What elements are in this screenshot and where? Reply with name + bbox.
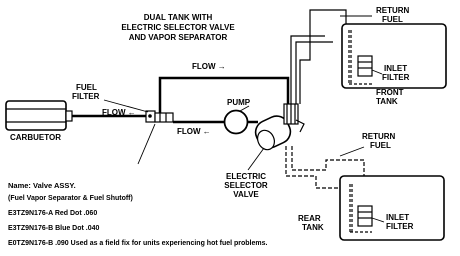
leader-lines — [103, 15, 385, 223]
rear-tank-shape — [339, 175, 445, 241]
note-part3: E0TZ9N176-B .090 Used as a field fix for… — [8, 240, 268, 247]
inlet-filter-top-line2: FILTER — [382, 73, 410, 82]
carburetor-label: CARBUETOR — [10, 133, 61, 142]
rear-tank-supply-line — [285, 146, 352, 189]
selector-valve-label-line2: SELECTOR — [224, 181, 268, 190]
front-tank-label-line1: FRONT — [376, 88, 404, 97]
rear-tank-return-line — [291, 146, 365, 178]
front-tank-supply-line-2 — [295, 41, 333, 104]
fuel-filter-label-line1: FUEL — [76, 83, 97, 92]
rear-tank-label-line1: REAR — [298, 214, 321, 223]
return-line-top — [158, 76, 290, 113]
front-tank-supply-line — [290, 35, 325, 104]
return-fuel-bottom-line1: RETURN — [362, 132, 396, 141]
selector-valve-label-line3: VALVE — [233, 190, 259, 199]
diagram-title-line3: AND VAPOR SEPARATOR — [128, 33, 228, 42]
selector-valve-label-line1: ELECTRIC — [226, 172, 266, 181]
flow-label-left: FLOW ← — [102, 108, 136, 117]
front-tank-return-line — [299, 9, 347, 104]
front-tank-label-line2: TANK — [376, 97, 398, 106]
flow-label-top: FLOW → — [192, 62, 226, 71]
fuel-filter-label-line2: FILTER — [72, 92, 100, 101]
diagram-title-line2: ELECTRIC SELECTOR VALVE — [121, 23, 235, 32]
rear-tank-label-line2: TANK — [302, 223, 324, 232]
note-part1: E3TZ9N176-A Red Dot .060 — [8, 210, 98, 217]
pump-label: PUMP — [227, 98, 251, 107]
note-part2: E3TZ9N176-B Blue Dot .040 — [8, 225, 100, 232]
diagram-title-line1: DUAL TANK WITH — [143, 13, 213, 22]
return-fuel-bottom-line2: FUEL — [370, 141, 391, 150]
inlet-filter-bottom-line1: INLET — [386, 213, 410, 222]
note-name: Name: Valve ASSY. — [8, 181, 76, 190]
fuel-filter-valve-shape — [145, 110, 174, 123]
note-description: (Fuel Vapor Separator & Fuel Shutoff) — [8, 195, 133, 202]
front-tank-shape — [341, 23, 447, 89]
pump-shape — [223, 109, 249, 135]
flow-label-mid: FLOW ← — [177, 127, 211, 136]
selector-valve-shape — [254, 103, 305, 151]
inlet-filter-top-line1: INLET — [384, 64, 408, 73]
return-fuel-top-line1: RETURN — [376, 6, 410, 15]
return-fuel-top-line2: FUEL — [382, 15, 403, 24]
carburetor-shape — [5, 100, 73, 131]
inlet-filter-bottom-line2: FILTER — [386, 222, 414, 231]
